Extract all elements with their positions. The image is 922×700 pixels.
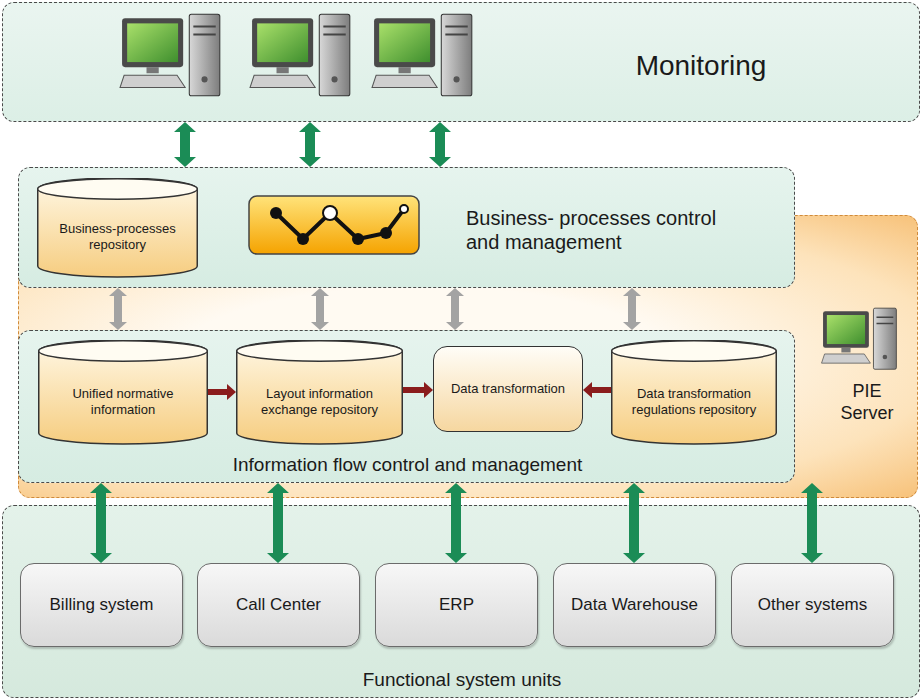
repository-cylinder: Business-processes repository <box>37 178 198 278</box>
computer-icon <box>118 12 230 104</box>
node-label: Billing system <box>50 595 154 615</box>
system-box: Data Warehouse <box>553 563 716 647</box>
node-label: Call Center <box>236 595 321 615</box>
block-arrow <box>208 384 236 400</box>
systems-band: Functional system units Billing system Cal… <box>2 505 920 698</box>
node-label: Functional system units <box>3 669 921 692</box>
block-arrow <box>429 122 451 167</box>
text-holder: Layout information exchange repository <box>236 340 403 445</box>
cylinder-top <box>39 341 208 362</box>
block-arrow <box>801 483 823 563</box>
node-label: Business-processes repository <box>45 221 190 252</box>
process-box: Data transformation <box>433 346 583 432</box>
block-arrow <box>299 122 321 167</box>
text-holder: Unified normative information <box>38 340 208 445</box>
cylinder-body <box>612 340 777 444</box>
node-label: ERP <box>439 595 474 615</box>
block-arrow <box>623 288 641 330</box>
text-holder: Data Warehouse <box>554 564 715 646</box>
system-box: Billing system <box>20 563 183 647</box>
monitoring-band: Monitoring <box>2 2 920 122</box>
cylinder-body <box>39 340 208 444</box>
text-holder: Business-processes repository <box>37 178 198 278</box>
node-label: Data transformation regulations reposito… <box>619 386 769 417</box>
node-label: Business- processes control and manageme… <box>466 206 721 254</box>
node-label: Unified normative information <box>46 386 200 417</box>
workflow-icon <box>248 195 420 255</box>
text-holder: Data transformation <box>434 347 582 431</box>
cylinder-top <box>38 179 198 200</box>
repository-cylinder: Unified normative information <box>38 340 208 445</box>
cylinder-top <box>237 341 403 362</box>
computer-icon <box>370 12 482 104</box>
block-arrow <box>446 288 464 330</box>
cylinder-top <box>612 341 777 362</box>
system-box: ERP <box>375 563 538 647</box>
block-arrow <box>174 122 196 167</box>
node-label: Data Warehouse <box>571 595 698 615</box>
repository-cylinder: Data transformation regulations reposito… <box>611 340 777 445</box>
text-holder: Call Center <box>198 564 359 646</box>
block-arrow <box>311 288 329 330</box>
block-arrow <box>583 382 611 398</box>
node-label: PIE Server <box>827 381 907 424</box>
server-icon <box>820 306 904 376</box>
block-arrow <box>109 288 127 330</box>
process-band: Business- processes control and manageme… <box>18 167 795 288</box>
process-band: Information flow control and management U… <box>18 330 795 483</box>
text-holder: Other systems <box>732 564 893 646</box>
text-holder: Billing system <box>21 564 182 646</box>
computer-icon <box>248 12 360 104</box>
block-arrow <box>445 483 467 563</box>
repository-cylinder: Layout information exchange repository <box>236 340 403 445</box>
block-arrow <box>623 483 645 563</box>
block-arrow <box>90 483 112 563</box>
block-arrow <box>403 382 433 398</box>
system-box: Other systems <box>731 563 894 647</box>
node-label: Monitoring <box>601 49 801 83</box>
cylinder-body <box>237 340 403 444</box>
text-holder: Data transformation regulations reposito… <box>611 340 777 445</box>
node-label: Information flow control and management <box>19 454 796 477</box>
node-label: Layout information exchange repository <box>244 386 395 417</box>
text-holder: ERP <box>376 564 537 646</box>
system-box: Call Center <box>197 563 360 647</box>
node-label: Other systems <box>758 595 868 615</box>
block-arrow <box>267 483 289 563</box>
cylinder-body <box>38 178 198 277</box>
node-label: Data transformation <box>451 381 565 397</box>
